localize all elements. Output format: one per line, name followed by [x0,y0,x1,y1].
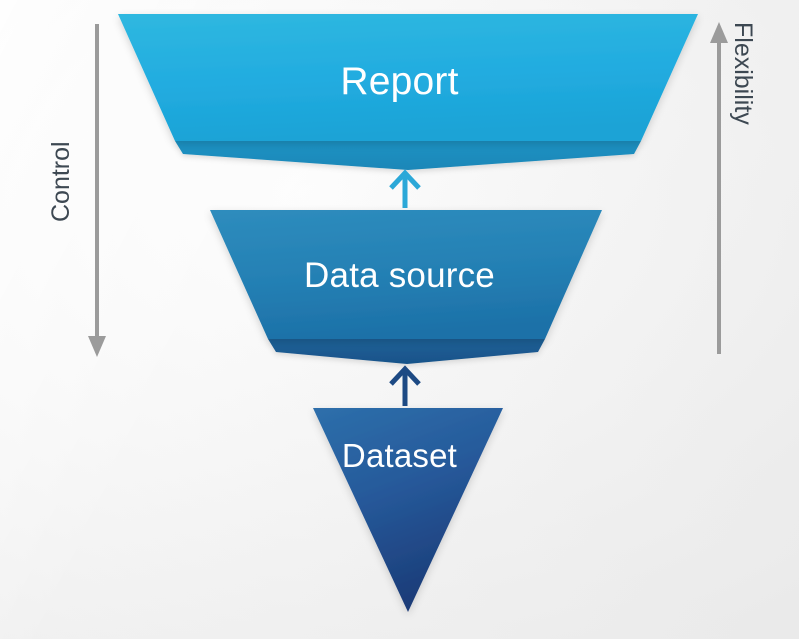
axis-label-control: Control [47,141,75,222]
stage-shape-data-source[interactable] [210,210,602,364]
axis-label-flexibility: Flexibility [729,22,757,125]
report-fold [175,141,641,170]
data-source-fold [268,339,545,364]
axis-arrow-flexibility-icon [710,22,728,354]
stage-shape-dataset[interactable] [313,408,503,612]
stage-label-report: Report [340,60,459,103]
report-trapezoid [118,14,698,141]
arrow-dataset-to-datasource-icon [389,365,421,406]
dataset-triangle [313,408,503,612]
arrow-datasource-to-report-icon [389,169,421,208]
stage-label-data-source: Data source [304,256,495,295]
stage-label-dataset: Dataset [341,437,458,474]
stage-shape-report[interactable] [118,14,698,170]
axis-arrow-control-icon [88,24,106,357]
data-source-trapezoid [210,210,602,339]
